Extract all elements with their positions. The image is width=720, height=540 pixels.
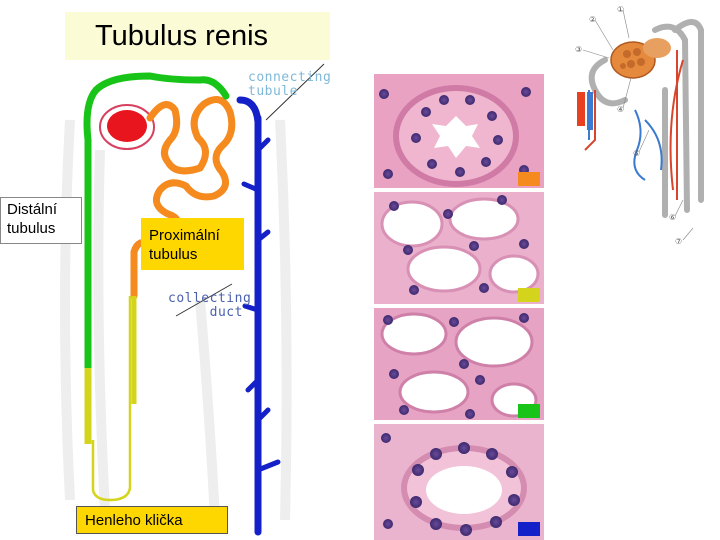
anatomy-marker-4: ④	[617, 105, 624, 114]
proximal-color-key	[518, 172, 540, 186]
distal-color-key	[518, 404, 540, 418]
proximal-label: Proximální tubulus	[141, 218, 244, 270]
anatomy-illustration: ① ② ③ ④ ⑤ ⑥ ⑦	[565, 0, 715, 250]
anatomy-marker-6: ⑥	[669, 213, 676, 222]
glomerulus	[107, 110, 147, 142]
histology-proximal-panel	[374, 74, 544, 188]
anatomy-marker-5: ⑤	[633, 149, 640, 158]
thin-limb-color-key	[518, 288, 540, 302]
anatomy-marker-7: ⑦	[675, 237, 682, 246]
distal-label: Distální tubulus	[0, 197, 82, 244]
anatomy-marker-1: ①	[617, 5, 624, 14]
collecting-color-key	[518, 522, 540, 536]
histology-distal-panel	[374, 308, 544, 420]
anatomy-marker-3: ③	[575, 45, 582, 54]
henle-label: Henleho klička	[76, 506, 228, 534]
anatomy-marker-2: ②	[589, 15, 596, 24]
histology-thin-limb-panel	[374, 192, 544, 304]
histology-panels	[374, 74, 544, 540]
collecting-duct-note: collecting duct	[168, 292, 251, 320]
histology-collecting-panel	[374, 424, 544, 540]
